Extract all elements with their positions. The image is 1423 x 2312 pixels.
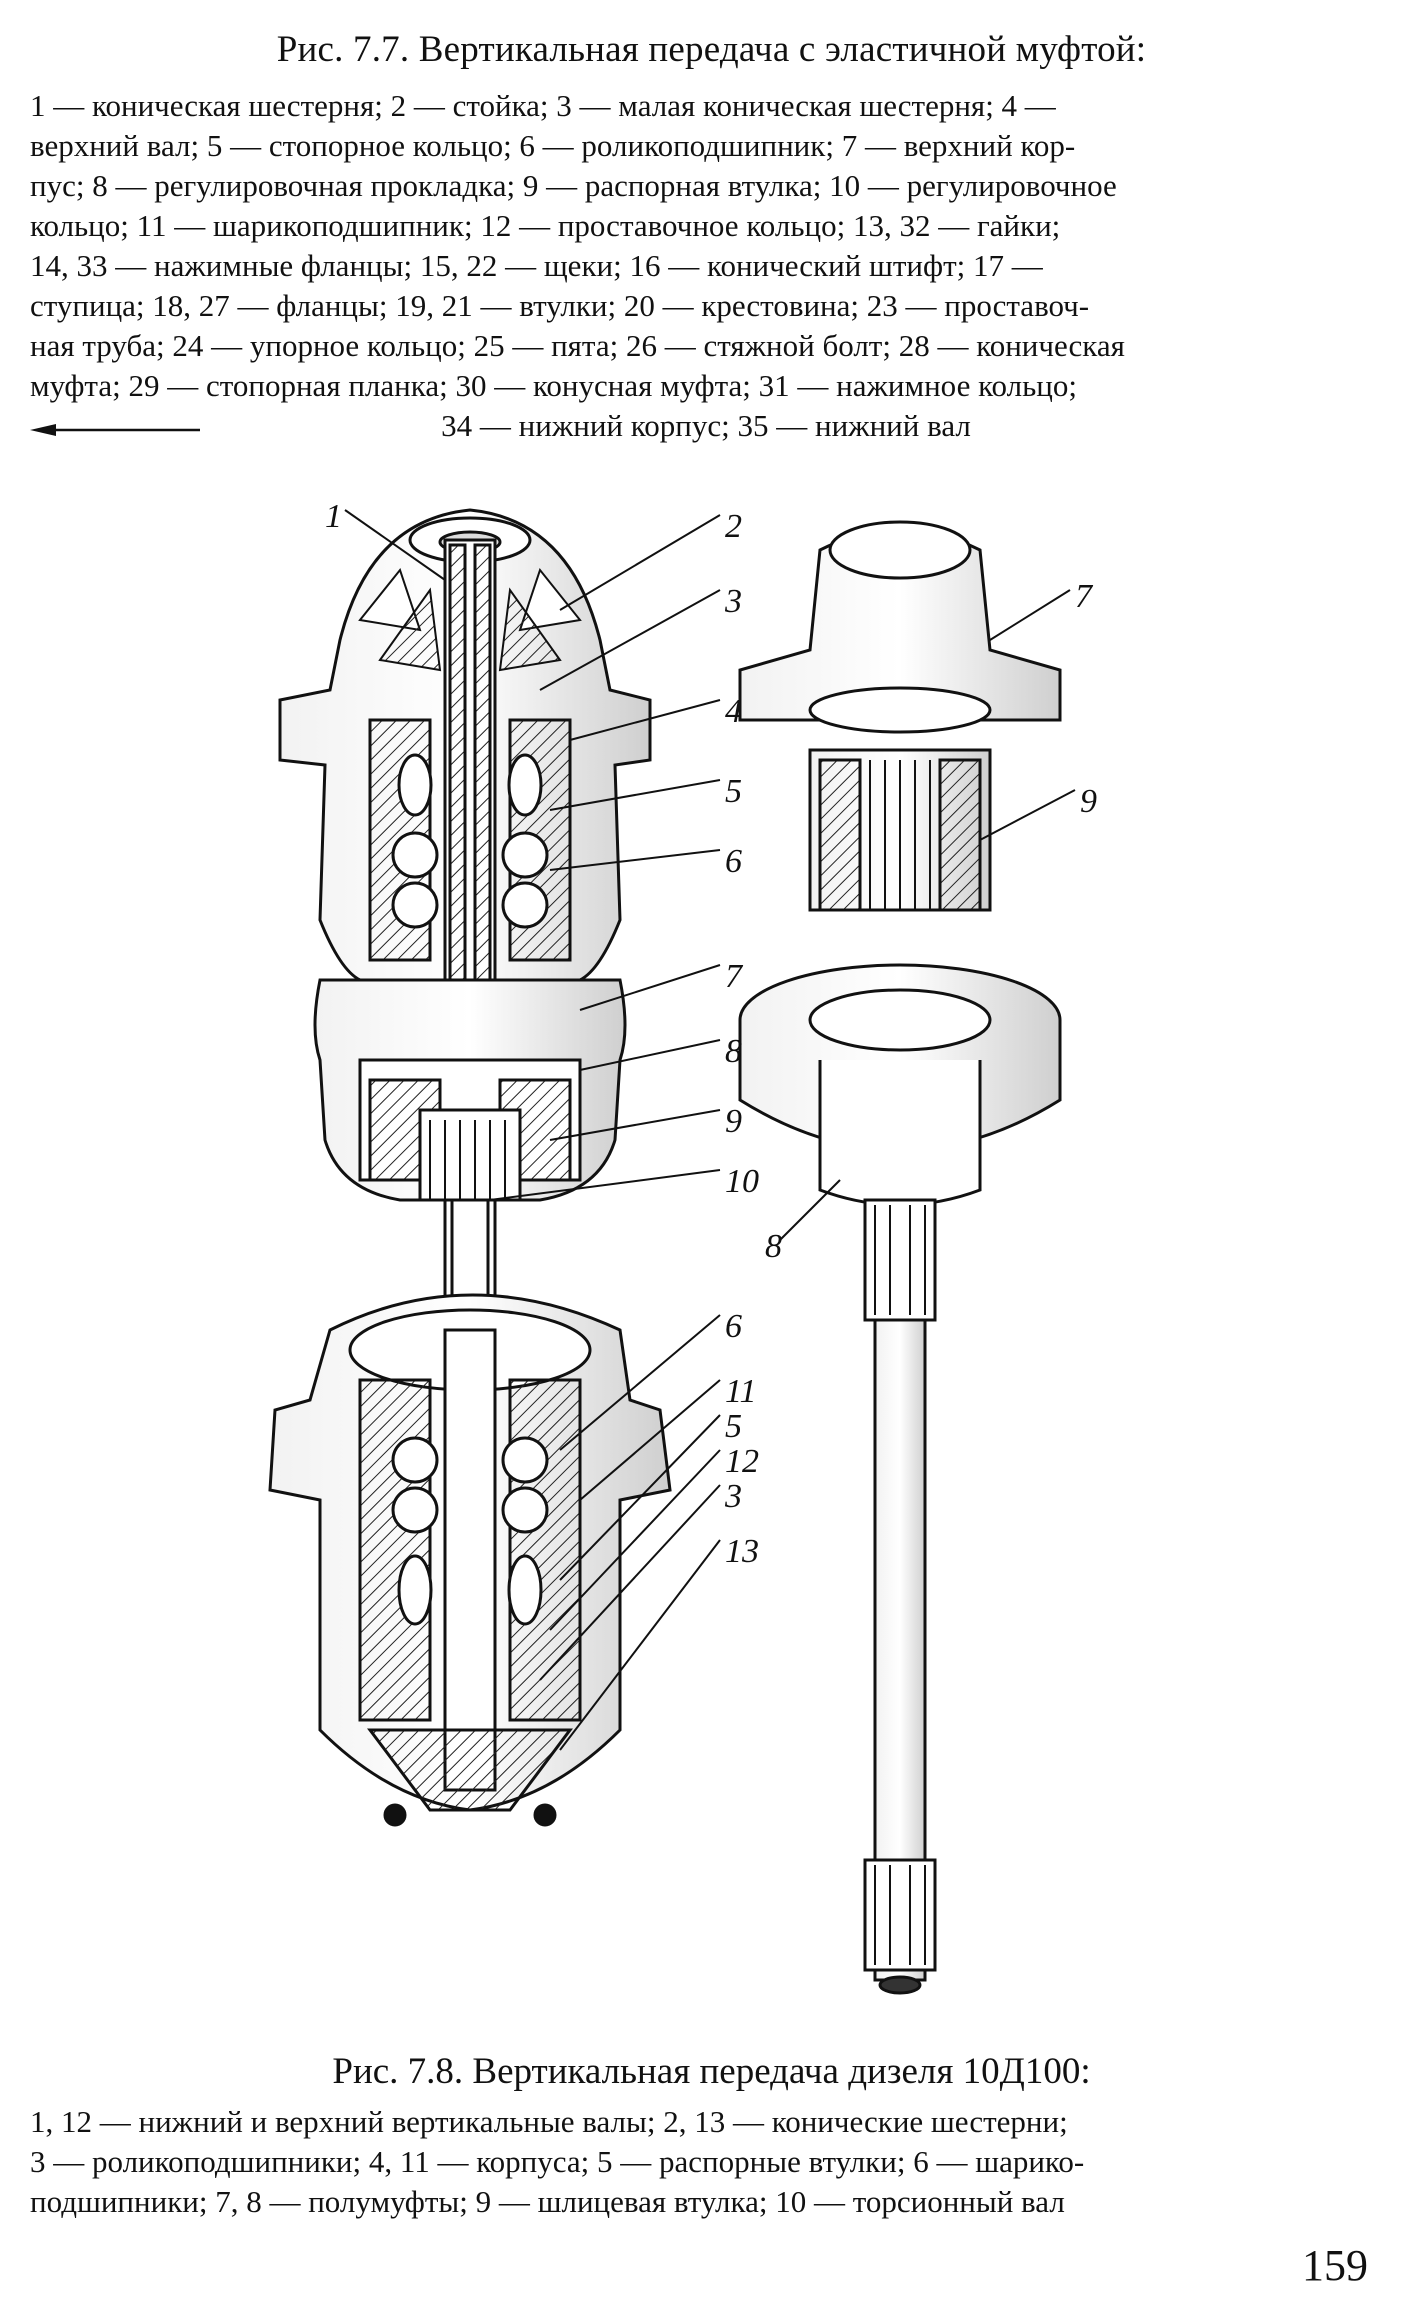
- lower-housing: [268, 1293, 672, 1827]
- left-callout: 2: [725, 508, 742, 545]
- left-callout: 13: [725, 1533, 759, 1570]
- left-callout: 3: [724, 583, 742, 620]
- legend-line: пус; 8 — регулировочная прокладка; 9 — р…: [30, 168, 1117, 203]
- page-number: 159: [1302, 2241, 1368, 2290]
- figure-7-7-title: Рис. 7.7. Вертикальная передача с эласти…: [276, 29, 1147, 70]
- left-callout: 7: [725, 958, 744, 995]
- figure-7-8-title: Рис. 7.8. Вертикальная передача дизеля 1…: [332, 2051, 1091, 2092]
- legend-line: ная труба; 24 — упорное кольцо; 25 — пят…: [30, 328, 1125, 363]
- legend-line: 1 — коническая шестерня; 2 — стойка; 3 —…: [30, 88, 1056, 123]
- legend-line: верхний вал; 5 — стопорное кольцо; 6 — р…: [30, 128, 1076, 163]
- left-callout: 6: [725, 1308, 742, 1345]
- left-callout: 12: [725, 1443, 759, 1480]
- left-callout: 5: [725, 1408, 742, 1445]
- legend-line: 34 — нижний корпус; 35 — нижний вал: [441, 408, 971, 443]
- left-callout: 1: [325, 500, 342, 535]
- left-callout: 9: [725, 1103, 742, 1140]
- coupling-half-exploded: [738, 520, 1062, 734]
- leader-lines: [344, 509, 1076, 1751]
- legend-line: кольцо; 11 — шарикоподшипник; 12 — прост…: [30, 208, 1061, 243]
- bevel-gear: [358, 567, 582, 672]
- left-callout: 5: [725, 773, 742, 810]
- coupling-half: [313, 978, 627, 1202]
- legend-line: ступица; 18, 27 — фланцы; 19, 21 — втулк…: [30, 288, 1090, 323]
- left-callout: 6: [725, 843, 742, 880]
- legend-line: подшипники; 7, 8 — полумуфты; 9 — шлицев…: [30, 2184, 1065, 2219]
- legend-line: 14, 33 — нажимные фланцы; 15, 22 — щеки;…: [30, 248, 1043, 283]
- right-callout: 7: [1075, 578, 1094, 615]
- upper-bearings: [368, 718, 572, 962]
- right-callout: 8: [765, 1228, 782, 1265]
- left-callout: 3: [724, 1478, 742, 1515]
- legend-line: 1, 12 — нижний и верхний вертикальные ва…: [30, 2104, 1068, 2139]
- spline-sleeve: [808, 748, 992, 912]
- left-callout: 4: [725, 693, 742, 730]
- left-callout: 8: [725, 1033, 742, 1070]
- figure-7-8-legend: 1, 12 — нижний и верхний вертикальные ва…: [30, 2102, 1382, 2222]
- right-callout: 9: [1080, 783, 1097, 820]
- figure-7-7-legend: 1 — коническая шестерня; 2 — стойка; 3 —…: [30, 86, 1382, 446]
- torsion-shaft-exploded: [863, 1198, 937, 1995]
- left-arrow-icon: [30, 424, 200, 436]
- flange-half: [738, 963, 1062, 1207]
- left-callout: 10: [725, 1163, 759, 1200]
- left-callout: 11: [725, 1373, 756, 1410]
- legend-line: 3 — роликоподшипники; 4, 11 — корпуса; 5…: [30, 2144, 1085, 2179]
- legend-line: муфта; 29 — стопорная планка; 30 — конус…: [30, 368, 1077, 403]
